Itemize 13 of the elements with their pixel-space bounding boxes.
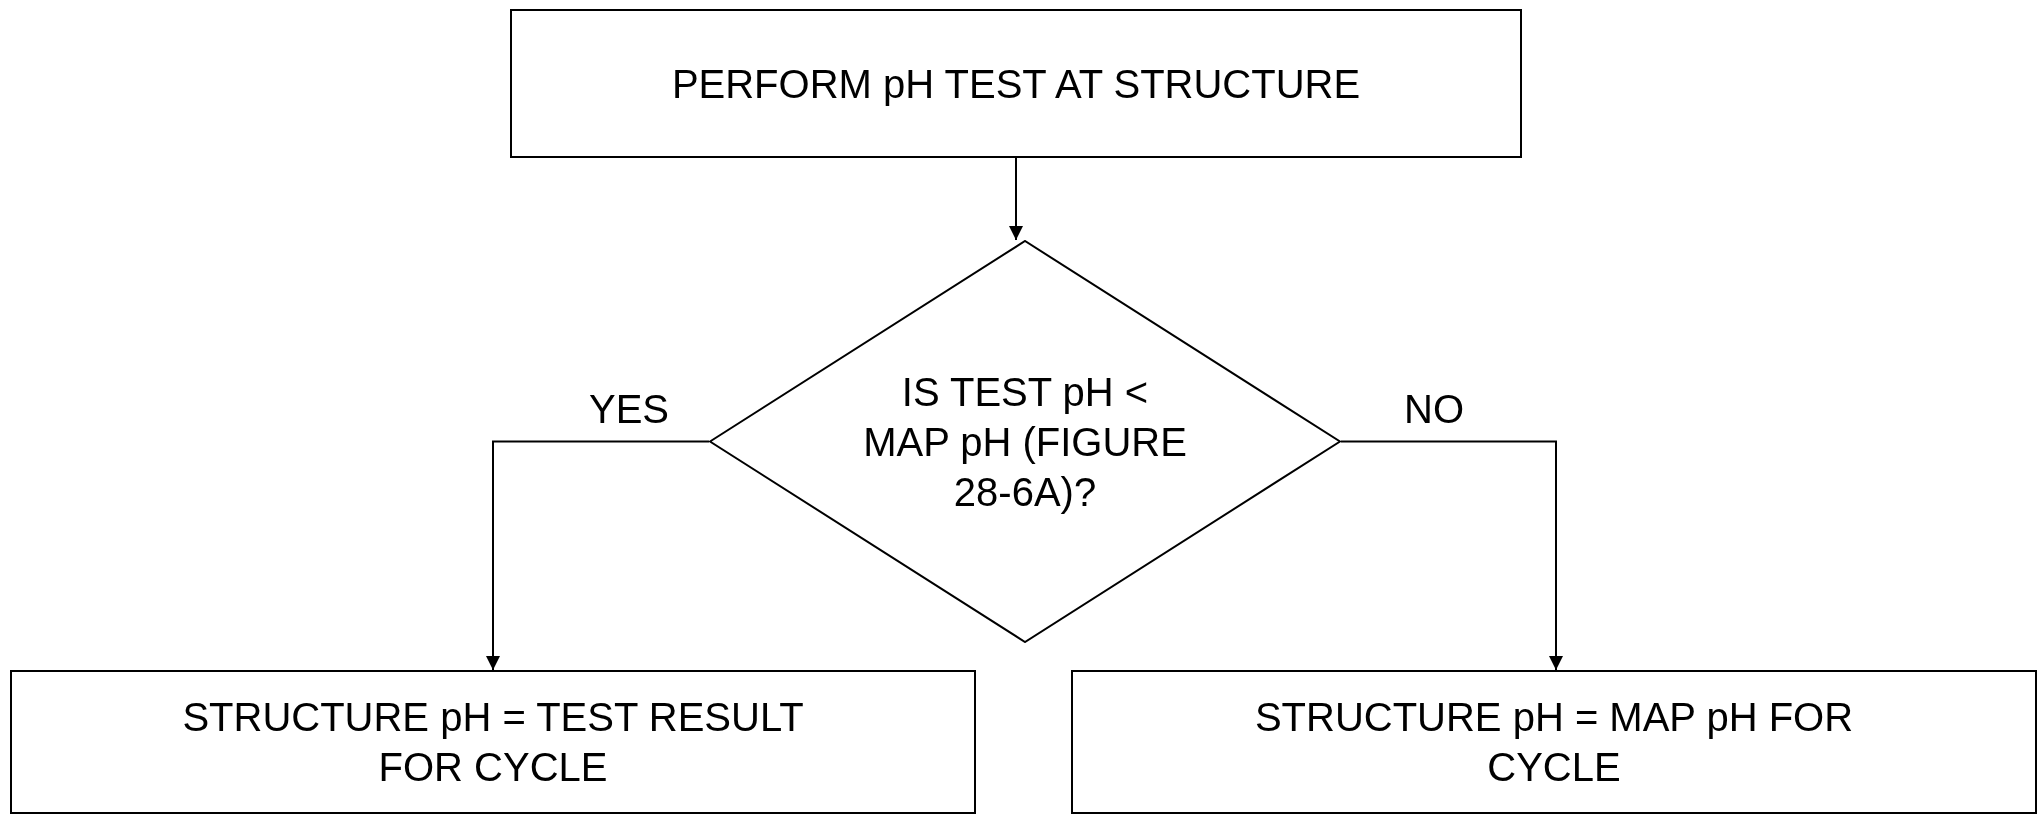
process-box [510,9,1522,158]
arrow [1340,440,1563,671]
arrow [1009,157,1023,241]
arrow [486,440,710,671]
edge-label: YES [589,385,669,432]
edge-label: NO [1404,385,1464,432]
node-text: STRUCTURE pH = MAP pH FOR CYCLE [1253,694,1855,791]
node-text: PERFORM pH TEST AT STRUCTURE [671,60,1361,108]
node-text: STRUCTURE pH = TEST RESULT FOR CYCLE [181,694,805,791]
process-box [10,670,976,814]
node-text: IS TEST pH < MAP pH (FIGURE 28-6A)? [862,368,1188,516]
process-box [1071,670,2037,814]
decision-diamond [709,240,1341,643]
